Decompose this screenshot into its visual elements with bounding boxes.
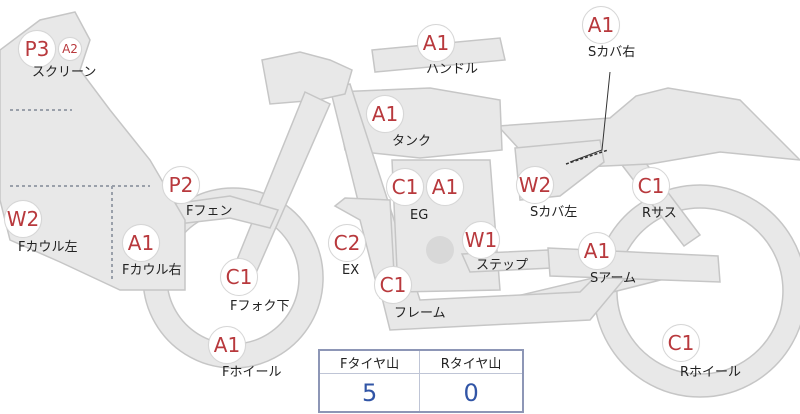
front-tire-value: 5 [318,373,421,413]
badge-s-cover-left: W2 [516,166,554,204]
tire-tread-table: Fタイヤ山 Rタイヤ山 5 0 [318,349,524,413]
label-s-cover-left: Sカバ左 [530,205,578,220]
badge-s-arm: A1 [578,232,616,270]
label-s-arm: Sアーム [590,271,637,286]
label-screen: スクリーン [32,65,97,80]
badge-screen: P3 [18,30,56,68]
label-f-fender: Fフェン [186,204,233,219]
label-s-cover-right: Sカバ右 [588,45,636,60]
badge-s-cover-right: A1 [582,6,620,44]
label-r-suspension: Rサス [642,206,677,221]
badge-r-suspension: C1 [632,167,670,205]
label-tank: タンク [392,134,432,149]
badge-frame: C1 [374,266,412,304]
badge-f-cowl-left: W2 [4,200,42,238]
badge-f-fork-lower: C1 [220,258,258,296]
badge-eg-1: C1 [386,168,424,206]
badge-ex: C2 [328,224,366,262]
rear-tire-header: Rタイヤ山 [419,349,524,374]
label-step: ステップ [476,258,529,273]
badge-f-wheel: A1 [208,326,246,364]
label-r-wheel: Rホイール [680,365,742,380]
badge-handle: A1 [417,24,455,62]
badge-r-wheel: C1 [662,324,700,362]
rear-tire-value: 0 [419,373,524,413]
table-header-row: Fタイヤ山 Rタイヤ山 [318,349,524,374]
badge-tank: A1 [366,95,404,133]
label-frame: フレーム [394,306,446,321]
badge-step: W1 [462,221,500,259]
badge-eg-2: A1 [426,168,464,206]
badge-f-fender: P2 [162,166,200,204]
table-value-row: 5 0 [318,373,524,413]
front-tire-header: Fタイヤ山 [318,349,421,374]
label-f-cowl-left: Fカウル左 [18,240,78,255]
label-f-fork-lower: Fフォク下 [230,299,290,314]
label-f-wheel: Fホイール [222,365,282,380]
label-eg: EG [410,208,429,223]
badge-f-cowl-right: A1 [122,224,160,262]
label-handle: ハンドル [426,62,479,77]
label-f-cowl-right: Fカウル右 [122,263,182,278]
badge-screen-sub: A2 [58,37,82,61]
label-ex: EX [342,263,360,278]
